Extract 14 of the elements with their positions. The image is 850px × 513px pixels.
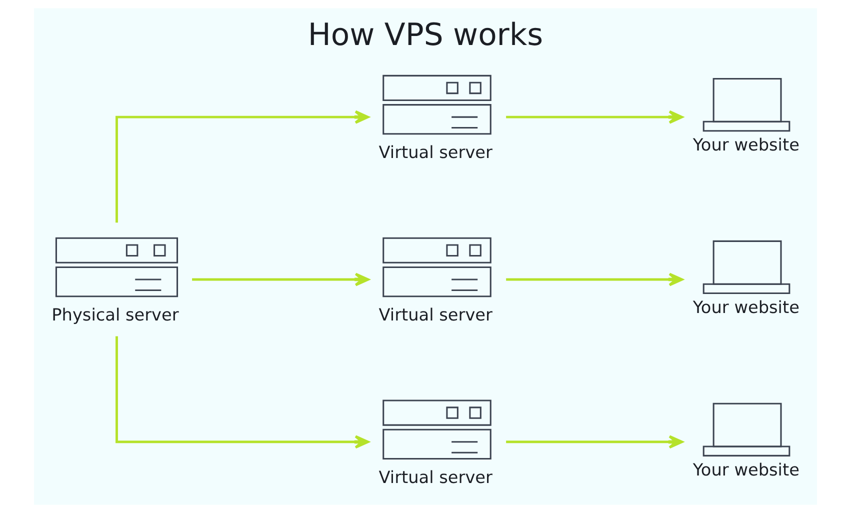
arrow [115, 110, 369, 223]
arrow [506, 110, 683, 124]
arrow [506, 435, 683, 449]
node-label: Physical server [51, 304, 178, 325]
node-label: Your website [692, 296, 799, 317]
arrow [115, 336, 369, 449]
diagram-title: How VPS works [307, 18, 543, 54]
arrow [192, 272, 369, 286]
node-label: Virtual server [378, 304, 492, 325]
node-label: Your website [692, 134, 799, 154]
arrow [506, 272, 683, 286]
node-label: Virtual server [378, 142, 492, 162]
node-label: Virtual server [378, 466, 492, 487]
node-label: Your website [692, 459, 799, 480]
